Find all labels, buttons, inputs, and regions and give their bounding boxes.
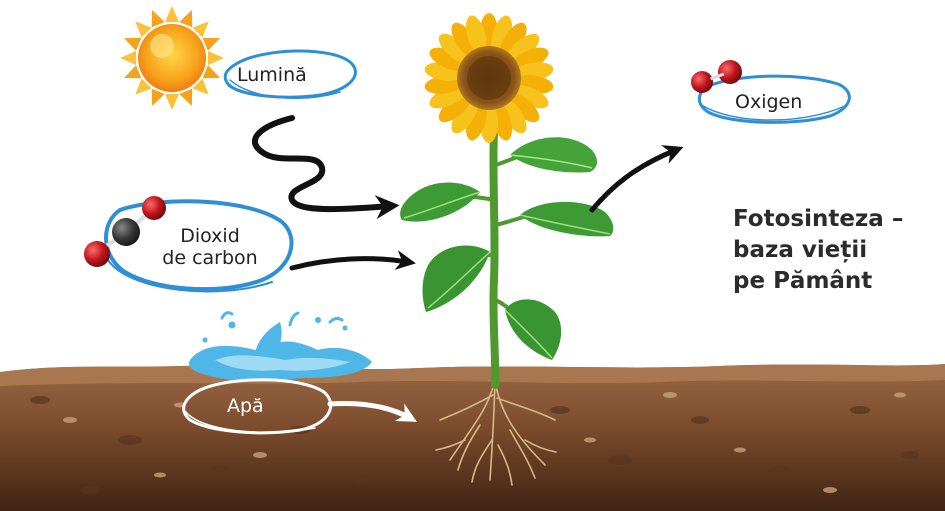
- plant-leaves: [400, 137, 613, 360]
- leaf-mid-right: [520, 202, 613, 237]
- leaf-mid-left: [423, 246, 491, 312]
- leaf-upper-left: [400, 183, 480, 222]
- sun-ray: [208, 51, 224, 65]
- sun-ray: [203, 32, 223, 51]
- oxygen-molecule-icon: [691, 60, 742, 93]
- co2-label-line2: de carbon: [145, 248, 275, 270]
- sun-ray: [179, 89, 198, 109]
- sun-ray: [165, 6, 179, 22]
- sun-icon: [120, 6, 224, 110]
- title-line-3: pe Pământ: [733, 266, 903, 297]
- title-line-2: baza vieții: [733, 235, 903, 266]
- light-to-leaf-arrow: [255, 118, 390, 209]
- title-line-1: Fotosinteza –: [733, 204, 903, 235]
- light-label: Lumină: [237, 65, 307, 87]
- sun-ray: [179, 7, 198, 27]
- sun-ray: [203, 65, 223, 84]
- sun-ray: [120, 51, 136, 65]
- sun-ray: [165, 94, 179, 110]
- leaf-upper-right: [510, 137, 597, 172]
- leaf-lower-right: [505, 299, 561, 360]
- sunflower-head: [423, 13, 554, 143]
- co2-to-leaf-arrow: [292, 259, 408, 268]
- sun-ray: [121, 32, 141, 51]
- co2-label-line1: Dioxid: [145, 226, 275, 248]
- oxygen-label: Oxigen: [735, 92, 802, 114]
- leaf-to-oxygen-arrow: [592, 150, 676, 210]
- sun-ray: [121, 65, 141, 84]
- co2-label: Dioxid de carbon: [145, 226, 275, 270]
- sun-ray: [146, 89, 165, 109]
- water-label: Apă: [227, 396, 264, 418]
- sun-ray: [146, 7, 165, 27]
- diagram-title: Fotosinteza – baza vieții pe Pământ: [733, 204, 903, 297]
- water-puddle: [189, 313, 372, 382]
